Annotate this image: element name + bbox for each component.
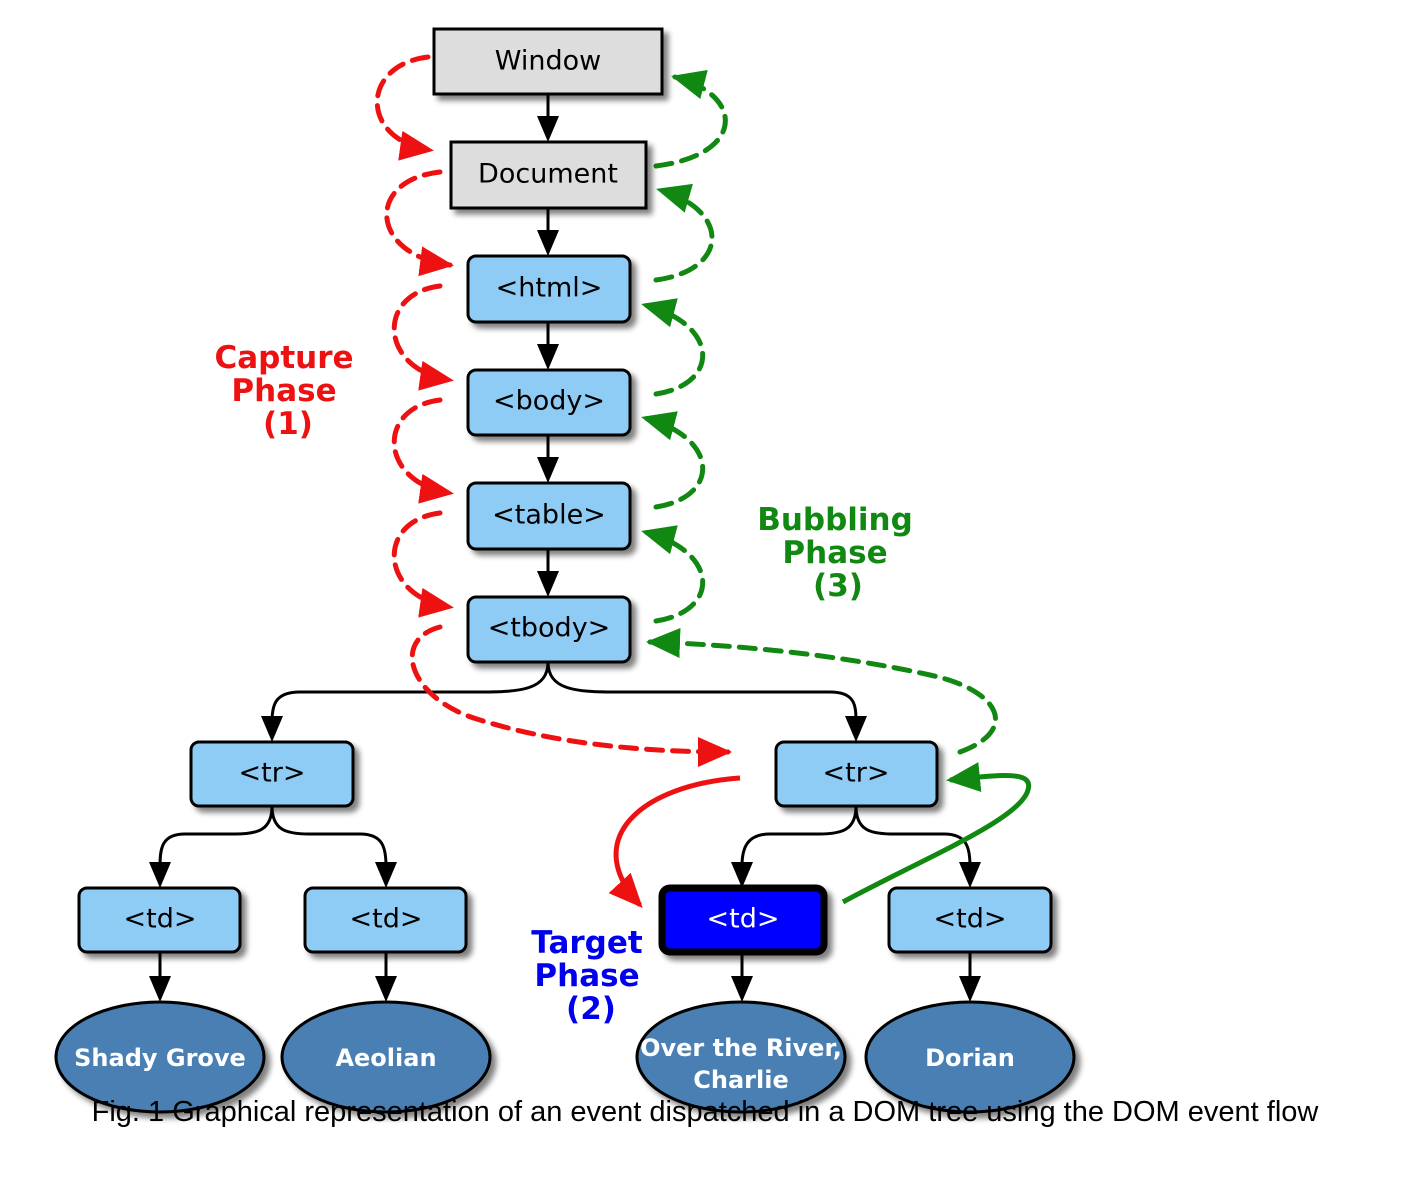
node-window: Window [432, 27, 664, 96]
phase-label-line: Bubbling [757, 502, 913, 538]
leaf-over-the-river-charlie: Over the River, Charlie [635, 1000, 847, 1114]
capture-arrow [409, 624, 732, 767]
node-td-target: <td> [658, 884, 828, 956]
arrowhead [537, 457, 559, 483]
arrowhead [375, 862, 397, 888]
edge-tbody-tr-left [270, 661, 550, 723]
target-to-bubble-arrow [841, 762, 1032, 905]
arrowhead [149, 976, 171, 1002]
leaf-label: Charlie [693, 1066, 788, 1094]
arrowhead [959, 862, 981, 888]
edge-tr-left-td2 [270, 805, 388, 867]
phase-label-line: (1) [263, 406, 313, 442]
phase-label-line: Phase [782, 535, 887, 571]
bubble-arrow [646, 628, 998, 755]
node-label: <tbody> [488, 613, 611, 644]
arrowhead [261, 716, 283, 742]
arrowhead [959, 976, 981, 1002]
node-tr-right: <tr> [774, 740, 939, 808]
phase-label-line: (3) [813, 568, 863, 604]
arrowhead [537, 116, 559, 142]
node-label: <td> [934, 904, 1007, 935]
capture-arrow [391, 397, 454, 504]
node-label: <body> [493, 386, 605, 417]
leaf-aeolian: Aeolian [280, 1000, 492, 1114]
node-label: <td> [707, 904, 780, 935]
bubble-arrow [653, 183, 715, 283]
edge-tr-right-td3 [740, 805, 858, 867]
phase-label-line: Phase [231, 373, 336, 409]
edge-tr-left-td1 [158, 805, 274, 867]
capture-phase-label: Capture Phase (1) [214, 340, 353, 442]
arrowhead [731, 862, 753, 888]
capture-arrows [374, 54, 732, 767]
leaf-shady-grove: Shady Grove [54, 1000, 266, 1114]
arrowhead [149, 862, 171, 888]
bubble-arrow [641, 525, 706, 624]
node-label: <td> [124, 904, 197, 935]
node-label: <td> [350, 904, 423, 935]
node-html: <html> [466, 254, 632, 324]
phase-label-line: (2) [566, 991, 616, 1027]
node-label: Window [495, 46, 601, 77]
node-label: <tr> [823, 758, 890, 789]
node-tbody: <tbody> [466, 595, 632, 664]
node-label: Document [478, 159, 618, 190]
edge-tbody-tr-right [546, 661, 858, 723]
phase-label-line: Phase [534, 958, 639, 994]
bubbling-phase-label: Bubbling Phase (3) [757, 502, 913, 604]
capture-arrow [384, 169, 454, 277]
node-td-4: <td> [887, 886, 1053, 954]
node-document: Document [449, 140, 648, 210]
leaf-dorian: Dorian [864, 1000, 1076, 1114]
node-table: <table> [466, 481, 632, 551]
figure-caption: Fig. 1 Graphical representation of an ev… [91, 1096, 1319, 1128]
node-tr-left: <tr> [189, 740, 355, 808]
bubbling-arrows [641, 69, 998, 755]
node-label: <html> [496, 273, 603, 304]
arrowhead [845, 716, 867, 742]
node-td-1: <td> [77, 886, 242, 954]
node-label: <tr> [239, 758, 306, 789]
leaf-label: Shady Grove [74, 1044, 246, 1072]
tree-arrowheads [149, 116, 981, 1002]
phase-label-line: Target [531, 925, 643, 961]
capture-arrow [374, 54, 434, 161]
node-label: <table> [492, 500, 606, 531]
arrowhead [731, 976, 753, 1002]
bubble-arrow [641, 411, 706, 510]
target-phase-label: Target Phase (2) [531, 925, 643, 1027]
arrowhead [537, 344, 559, 370]
arrowhead [537, 230, 559, 256]
capture-arrow [391, 283, 454, 391]
bubble-arrow [653, 69, 728, 169]
leaf-label: Aeolian [335, 1044, 436, 1072]
capture-to-target-arrow [608, 775, 741, 908]
edge-tr-right-td4 [854, 805, 972, 867]
leaf-label: Over the River, [640, 1034, 842, 1062]
arrowhead [375, 976, 397, 1002]
phase-label-line: Capture [214, 340, 353, 376]
node-td-2: <td> [303, 886, 468, 954]
capture-arrow [391, 510, 454, 618]
bubble-arrow [641, 298, 706, 397]
node-body: <body> [466, 368, 632, 437]
arrowhead [537, 571, 559, 597]
leaf-label: Dorian [925, 1044, 1015, 1072]
